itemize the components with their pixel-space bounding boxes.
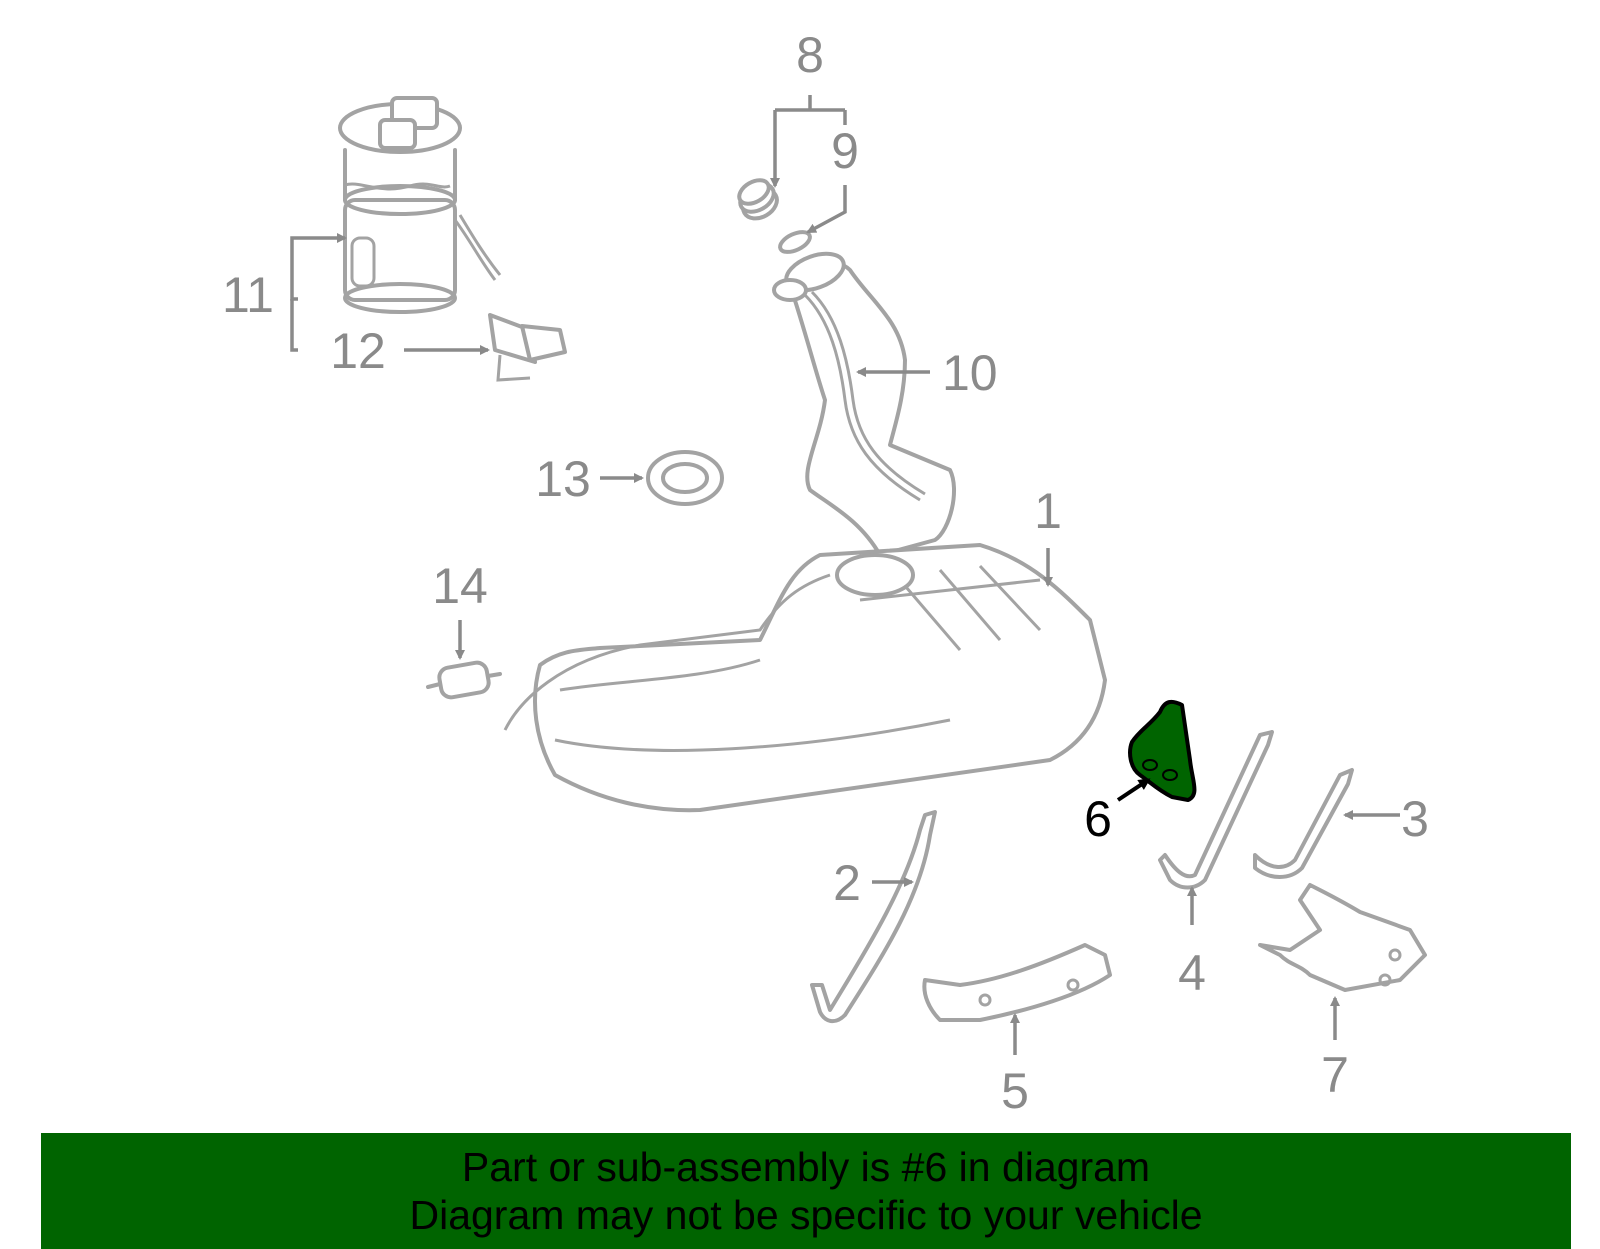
- part-2-strap: [810, 810, 937, 1024]
- callout-leaders: [290, 95, 1400, 1055]
- callout-13: 13: [535, 451, 591, 507]
- part-7-heat-shield: [1258, 883, 1427, 992]
- callout-6-highlighted: 6: [1084, 791, 1112, 847]
- part-3-strap: [1253, 768, 1354, 879]
- callout-2: 2: [833, 855, 861, 911]
- callout-4: 4: [1178, 945, 1206, 1001]
- callout-1: 1: [1034, 483, 1062, 539]
- part-13-lock-ring: [646, 450, 724, 506]
- part-11-fuel-pump-module: [338, 96, 502, 314]
- banner-line-1: Part or sub-assembly is #6 in diagram: [461, 1144, 1151, 1190]
- callout-7: 7: [1321, 1047, 1349, 1103]
- fuel-tank-parts-diagram: 8 9 10 1 11 12 13 14 2 3 4 5 7 6: [222, 27, 1429, 1119]
- callout-5: 5: [1001, 1063, 1029, 1119]
- callout-8: 8: [796, 27, 824, 83]
- callout-3: 3: [1401, 791, 1429, 847]
- part-1-fuel-tank: [503, 543, 1107, 813]
- banner-line-2: Diagram may not be specific to your vehi…: [409, 1192, 1203, 1238]
- part-4-strap: [1158, 730, 1274, 890]
- part-14-fuel-filter: [426, 660, 502, 700]
- callout-9: 9: [831, 123, 859, 179]
- part-6-bracket-highlighted: [1128, 699, 1197, 802]
- part-info-banner: Part or sub-assembly is #6 in diagram Di…: [41, 1133, 1571, 1249]
- part-10-filler-neck: [772, 251, 957, 557]
- part-12-sender-bracket: [488, 313, 567, 382]
- part-5-bracket: [922, 943, 1112, 1022]
- callout-10: 10: [942, 345, 998, 401]
- part-9-seal: [778, 230, 812, 254]
- callout-12: 12: [330, 323, 386, 379]
- callout-11: 11: [222, 267, 274, 323]
- callout-14: 14: [432, 558, 488, 614]
